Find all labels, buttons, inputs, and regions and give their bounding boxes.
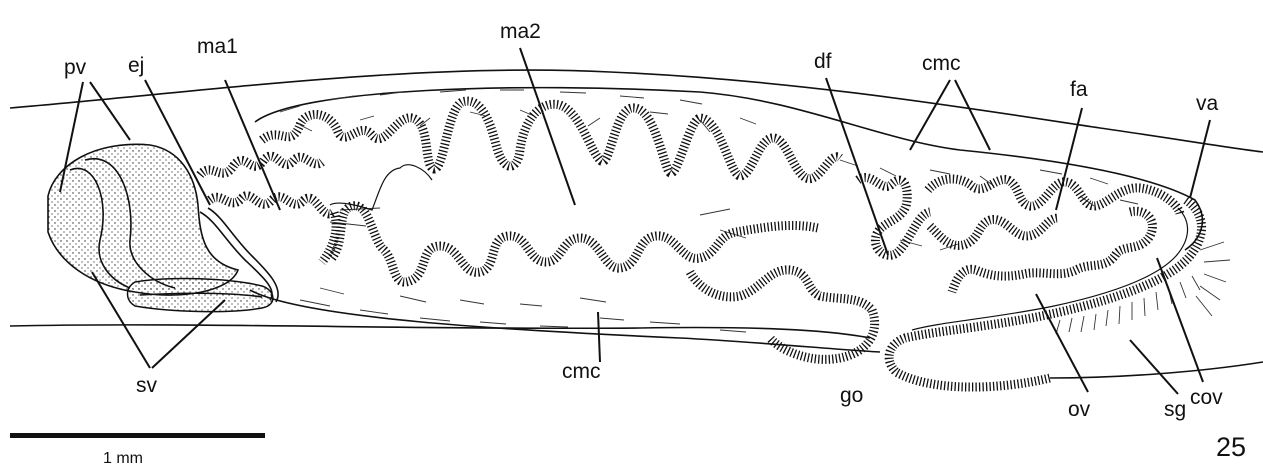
label-cmc-top: cmc (922, 52, 961, 75)
label-go: go (840, 384, 863, 407)
label-cov: cov (1190, 386, 1223, 409)
penis-bulb (48, 144, 278, 311)
diverticulum-folds (858, 178, 930, 256)
male-atrium-2-posterior-folds (690, 270, 875, 360)
male-atrium-2-upper-inner (330, 165, 432, 210)
shell-gland-lines (1056, 242, 1230, 334)
label-cmc-bottom: cmc (562, 360, 601, 383)
label-df: df (814, 50, 832, 73)
leader-lines (60, 48, 1210, 394)
label-sg: sg (1164, 398, 1186, 421)
label-ov: ov (1068, 398, 1091, 421)
label-va: va (1196, 92, 1219, 115)
scale-bar-label: 1 mm (103, 450, 143, 467)
label-fa: fa (1070, 78, 1088, 101)
body-ventral-outline (10, 325, 1263, 378)
male-atrium-2-upper-folds (262, 101, 840, 179)
female-atrium-lower-folds (930, 218, 1058, 245)
label-ej: ej (128, 54, 144, 77)
label-sv: sv (136, 374, 158, 397)
label-ma2: ma2 (500, 20, 541, 43)
male-atrium-2-lower-folds (332, 206, 818, 282)
label-pv: pv (64, 56, 87, 79)
label-ma1: ma1 (197, 35, 238, 58)
chamber-ventral-outline (250, 290, 880, 352)
plate-number: 25 (1216, 432, 1246, 462)
scale-bar (10, 433, 265, 438)
